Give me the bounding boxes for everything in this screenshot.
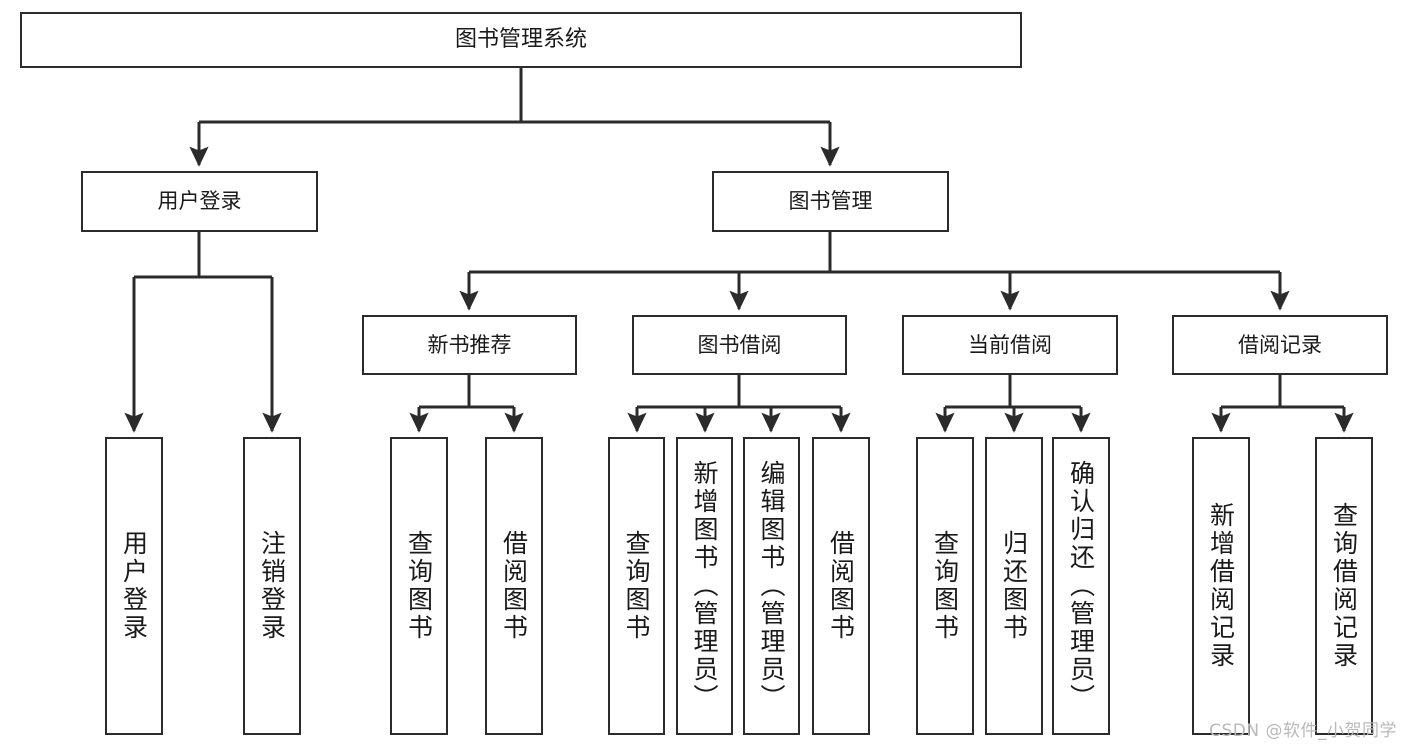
node-label: 确认归还（管理员）: [1066, 460, 1096, 712]
node-new-book-recommend[interactable]: 新书推荐: [362, 315, 577, 375]
node-label: 查询图书: [930, 530, 960, 642]
node-book-management-system[interactable]: 图书管理系统: [20, 12, 1022, 68]
node-book-management[interactable]: 图书管理: [712, 171, 949, 232]
node-label: 归还图书: [999, 530, 1029, 642]
leaf-node-logout[interactable]: 注销登录: [243, 437, 301, 735]
node-label: 用户登录: [157, 189, 242, 213]
leaf-node-borrow-book-recommend[interactable]: 借阅图书: [485, 437, 543, 735]
leaf-node-query-book-current[interactable]: 查询图书: [916, 437, 974, 735]
node-borrow-record[interactable]: 借阅记录: [1172, 315, 1388, 375]
node-label: 当前借阅: [968, 332, 1052, 357]
node-label: 查询借阅记录: [1329, 502, 1359, 670]
node-label: 新书推荐: [427, 332, 512, 357]
leaf-node-add-borrow-record[interactable]: 新增借阅记录: [1192, 437, 1250, 735]
leaf-node-edit-book[interactable]: 编辑图书（管理员）: [743, 437, 800, 735]
node-current-borrow[interactable]: 当前借阅: [902, 315, 1118, 375]
node-label: 借阅图书: [499, 530, 529, 642]
node-label: 图书管理系统: [454, 27, 587, 52]
node-label: 用户登录: [119, 530, 149, 642]
node-label: 查询图书: [404, 530, 434, 642]
leaf-node-borrow-book[interactable]: 借阅图书: [812, 437, 870, 735]
leaf-node-return-book[interactable]: 归还图书: [985, 437, 1043, 735]
leaf-node-confirm-return[interactable]: 确认归还（管理员）: [1052, 437, 1110, 735]
node-label: 借阅图书: [826, 530, 856, 642]
leaf-node-query-book-recommend[interactable]: 查询图书: [390, 437, 448, 735]
node-label: 编辑图书（管理员）: [757, 460, 786, 712]
node-label: 借阅记录: [1238, 332, 1322, 357]
node-user-login[interactable]: 用户登录: [81, 171, 318, 232]
node-label: 新增图书（管理员）: [690, 460, 719, 712]
node-label: 注销登录: [257, 530, 287, 642]
node-label: 图书借阅: [697, 332, 782, 357]
node-label: 图书管理: [788, 189, 873, 213]
leaf-node-query-borrow-record[interactable]: 查询借阅记录: [1315, 437, 1373, 735]
node-label: 新增借阅记录: [1206, 502, 1236, 670]
leaf-node-add-book[interactable]: 新增图书（管理员）: [676, 437, 733, 735]
leaf-node-query-book-borrow[interactable]: 查询图书: [608, 437, 665, 735]
node-label: 查询图书: [622, 530, 651, 642]
leaf-node-user-login[interactable]: 用户登录: [105, 437, 163, 735]
node-book-borrow[interactable]: 图书借阅: [632, 315, 847, 375]
